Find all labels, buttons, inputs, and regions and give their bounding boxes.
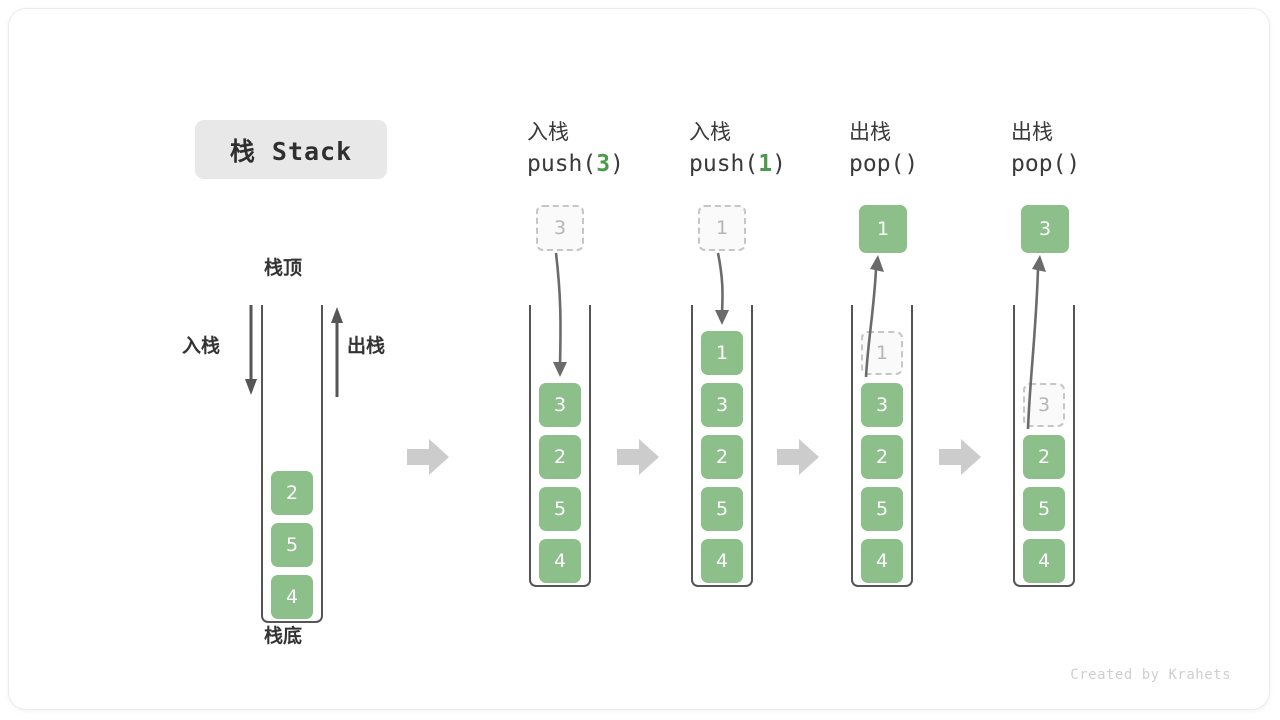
column-operation-code: push(3) [527,147,697,181]
pushed-element: 3 [536,205,584,251]
stack-column: 1 3 2 5 4 [691,305,753,587]
watermark: Created by Krahets [1070,667,1231,683]
stack-cell: 3 [861,383,903,427]
stack-cell: 5 [1023,487,1065,531]
stack-cell: 5 [271,523,313,567]
code-prefix: push( [527,151,597,177]
stack-cell: 5 [861,487,903,531]
code-suffix: ) [904,151,919,177]
stack-cell: 2 [701,435,743,479]
code-prefix: pop( [1011,151,1067,177]
column-header: 出栈 pop() [849,117,1019,181]
stack-frame [1013,305,1075,587]
stack-top-label: 栈顶 [264,257,303,279]
column-operation-name: 入栈 [689,120,731,144]
stack-frame [529,305,591,587]
stack-cell: 2 [1023,435,1065,479]
stack-cell: 2 [861,435,903,479]
stack-cell: 4 [1023,539,1065,583]
column-operation-name: 出栈 [1011,120,1053,144]
code-prefix: pop( [849,151,905,177]
code-argument: 3 [596,151,611,177]
push-direction-arrow-icon [245,305,257,395]
stack-cell: 4 [539,539,581,583]
column-operation-name: 入栈 [527,120,569,144]
transition-arrow-icon [617,439,659,475]
push-flow-arrow-icon [715,252,729,325]
stack-column-initial: 2 5 4 [261,305,323,623]
column-operation-code: pop() [1011,147,1181,181]
code-prefix: push( [689,151,759,177]
code-suffix: ) [1066,151,1081,177]
transition-arrow-icon [777,439,819,475]
push-annotation-label: 入栈 [182,335,221,357]
transition-arrow-icon [407,439,449,475]
code-suffix: ) [772,151,786,177]
transition-arrow-icon [939,439,981,475]
stack-cell: 4 [861,539,903,583]
stack-cell: 3 [539,383,581,427]
stack-frame [851,305,913,587]
column-header: 出栈 pop() [1011,117,1181,181]
title-badge-label: 栈 Stack [229,136,353,166]
column-operation-code: push(1) [689,147,859,181]
popped-element: 3 [1021,205,1069,253]
stack-cell: 5 [701,487,743,531]
stack-cell: 1 [701,331,743,375]
stack-frame [691,305,753,587]
base-stack-group: 栈顶 栈底 入栈 出栈 2 5 4 [179,239,409,649]
code-suffix: ) [610,151,624,177]
stack-cell: 4 [271,575,313,619]
stack-bottom-label: 栈底 [264,625,303,647]
stack-cell: 5 [539,487,581,531]
pop-direction-arrow-icon [331,307,343,397]
pop-annotation-label: 出栈 [347,335,386,357]
pop-flow-arrow-icon [864,255,884,378]
stack-column: 3 2 5 4 [529,305,591,587]
column-operation-code: pop() [849,147,1019,181]
pop-flow-arrow-icon [1026,255,1046,430]
code-argument: 1 [758,151,773,177]
pushed-element: 1 [698,205,746,251]
stack-frame [261,305,323,623]
column-operation-name: 出栈 [849,120,891,144]
popped-element: 1 [859,205,907,253]
column-header: 入栈 push(1) [689,117,859,181]
stack-cell: 4 [701,539,743,583]
stack-cell: 2 [271,471,313,515]
push-flow-arrow-icon [553,252,567,377]
title-badge: 栈 Stack [195,120,387,179]
stack-cell: 2 [539,435,581,479]
stack-cell: 3 [701,383,743,427]
column-header: 入栈 push(3) [527,117,697,181]
